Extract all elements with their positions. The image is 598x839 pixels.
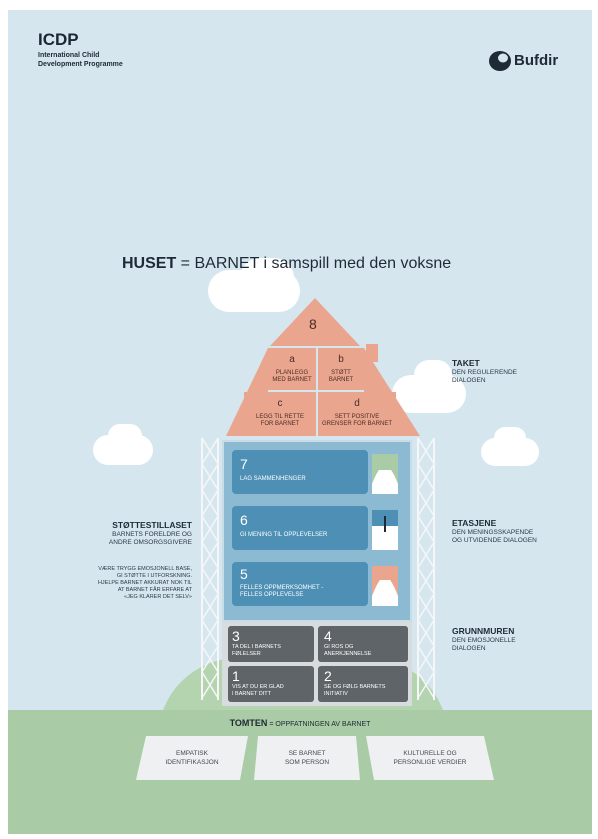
stone-1 — [136, 736, 248, 780]
stone-3-line1: KULTURELLE OG — [403, 750, 457, 757]
roof-tile-d — [318, 392, 396, 436]
scaffold-left — [200, 437, 220, 700]
roof-tile-b — [318, 348, 364, 390]
brick-1-line1: VIS AT DU ER GLAD — [232, 684, 284, 690]
cloud — [108, 424, 142, 448]
roof-number-8: 8 — [309, 316, 317, 332]
stottestillaset-line1: BARNETS FORELDRE OG — [112, 531, 192, 538]
taket-line1: DEN REGULERENDE — [452, 369, 518, 376]
brick-4-line2: ANERKJENNELSE — [324, 651, 372, 657]
chimney — [366, 344, 378, 362]
brick-4-line1: GI ROS OG — [324, 644, 354, 650]
roof-tile-a — [268, 348, 316, 390]
tomten-rest: = OPPFATNINGEN AV BARNET — [267, 721, 371, 728]
roof-tile-c — [244, 392, 316, 436]
main-title-rest: = BARNET i samspill med den voksne — [176, 255, 452, 272]
grunnmuren-line2: DIALOGEN — [452, 645, 486, 652]
floor-7-window — [372, 454, 398, 494]
brand-subtitle-2: Development Programme — [38, 61, 123, 68]
bufdir-logo-text: Bufdir — [514, 52, 559, 69]
floor-5-window — [372, 566, 398, 606]
floor-6-window — [372, 510, 398, 550]
stone-2 — [254, 736, 360, 780]
stottestillaset-desc3: HJELPE BARNET AKKURAT NOK TIL — [97, 580, 192, 586]
roof-tile-a-line2: MED BARNET — [272, 377, 312, 383]
etasjene-line2: OG UTVIDENDE DIALOGEN — [452, 537, 537, 544]
brick-2 — [318, 666, 408, 702]
etasjene-line1: DEN MENINGSSKAPENDE — [452, 529, 534, 536]
floor-7-line1: LAG SAMMENHENGER — [240, 476, 306, 482]
poster: ICDP International Child Development Pro… — [8, 10, 592, 834]
stone-1-line1: EMPATISK — [176, 750, 208, 757]
brick-2-line2: INITIATIV — [324, 691, 348, 697]
scaffold-right — [416, 437, 436, 700]
cloud — [240, 258, 294, 298]
main-title: HUSET = BARNET i samspill med den voksne — [122, 255, 451, 273]
floor-5-line1: FELLES OPPMERKSOMHET - — [240, 585, 324, 591]
grunnmuren-title: GRUNNMUREN — [452, 626, 515, 636]
stottestillaset-desc5: «JEG KLARER DET SELV» — [124, 594, 192, 600]
stone-1-line2: IDENTIFIKASJON — [165, 759, 219, 766]
stottestillaset-title: STØTTESTILLASET — [112, 520, 192, 530]
grunnmuren-line1: DEN EMOSJONELLE — [452, 637, 516, 644]
brick-3-line2: FØLELSER — [232, 651, 261, 657]
cloud — [414, 360, 452, 390]
roof-tile-a-line1: PLANLEGG — [275, 370, 309, 376]
brick-1-number: 1 — [232, 668, 240, 684]
stone-2-line1: SE BARNET — [288, 750, 326, 757]
etasjene-title: ETASJENE — [452, 518, 497, 528]
roof-tile-d-line2: GRENSER FOR BARNET — [321, 421, 392, 427]
tomten-label: TOMTEN = OPPFATNINGEN AV BARNET — [8, 718, 592, 728]
roof-peak — [270, 298, 360, 346]
bufdir-logo-icon — [488, 50, 512, 72]
stone-3 — [366, 736, 494, 780]
roof-tile-d-line1: SETT POSITIVE — [334, 414, 380, 420]
stottestillaset-desc2: GI STØTTE I UTFORSKNING. — [116, 573, 192, 579]
roof-tile-b-line1: STØTT — [331, 370, 351, 376]
stottestillaset-desc4: AT BARNET FÅR ERFARE AT — [117, 587, 192, 593]
taket-title: TAKET — [452, 358, 480, 368]
floor-6-line1: GI MENING TIL OPPLEVELSER — [240, 532, 328, 538]
brand-subtitle-1: International Child — [38, 52, 100, 59]
roof-tile-b-line2: BARNET — [328, 377, 354, 383]
stottestillaset-line2: ANDRE OMSORGSGIVERE — [108, 539, 192, 546]
brick-4-number: 4 — [324, 628, 332, 644]
main-title-bold: HUSET — [122, 255, 177, 272]
brick-1 — [228, 666, 314, 702]
floor-6-number: 6 — [240, 512, 248, 528]
brick-2-number: 2 — [324, 668, 332, 684]
floor-7-number: 7 — [240, 456, 248, 472]
brick-3-number: 3 — [232, 628, 240, 644]
brick-2-line1: SE OG FØLG BARNETS — [324, 684, 386, 690]
roof-tile-a-letter: a — [289, 354, 295, 365]
roof-tile-c-letter: c — [277, 398, 283, 409]
brick-3 — [228, 626, 314, 662]
brick-1-line2: I BARNET DITT — [232, 691, 272, 697]
brick-4 — [318, 626, 408, 662]
roof-tile-d-letter: d — [354, 398, 360, 409]
floor-7 — [232, 450, 368, 494]
stone-2-line2: SOM PERSON — [284, 759, 330, 766]
brand-title: ICDP — [38, 30, 79, 49]
stone-3-line2: PERSONLIGE VERDIER — [393, 759, 467, 766]
tomten-bold: TOMTEN — [229, 718, 268, 728]
brick-3-line1: TA DEL I BARNETS — [232, 644, 281, 650]
roof-tile-b-letter: b — [338, 354, 344, 365]
taket-line2: DIALOGEN — [452, 377, 486, 384]
floor-5-number: 5 — [240, 566, 248, 582]
roof-tile-c-line2: FOR BARNET — [260, 421, 300, 427]
floor-6 — [232, 506, 368, 550]
cloud — [494, 427, 526, 449]
roof-tile-c-line1: LEGG TIL RETTE — [255, 414, 304, 420]
stottestillaset-desc1: VÆRE TRYGG EMOSJONELL BASE, — [98, 566, 192, 572]
floor-5-line2: FELLES OPPLEVELSE — [240, 592, 304, 598]
floor-5 — [232, 562, 368, 606]
